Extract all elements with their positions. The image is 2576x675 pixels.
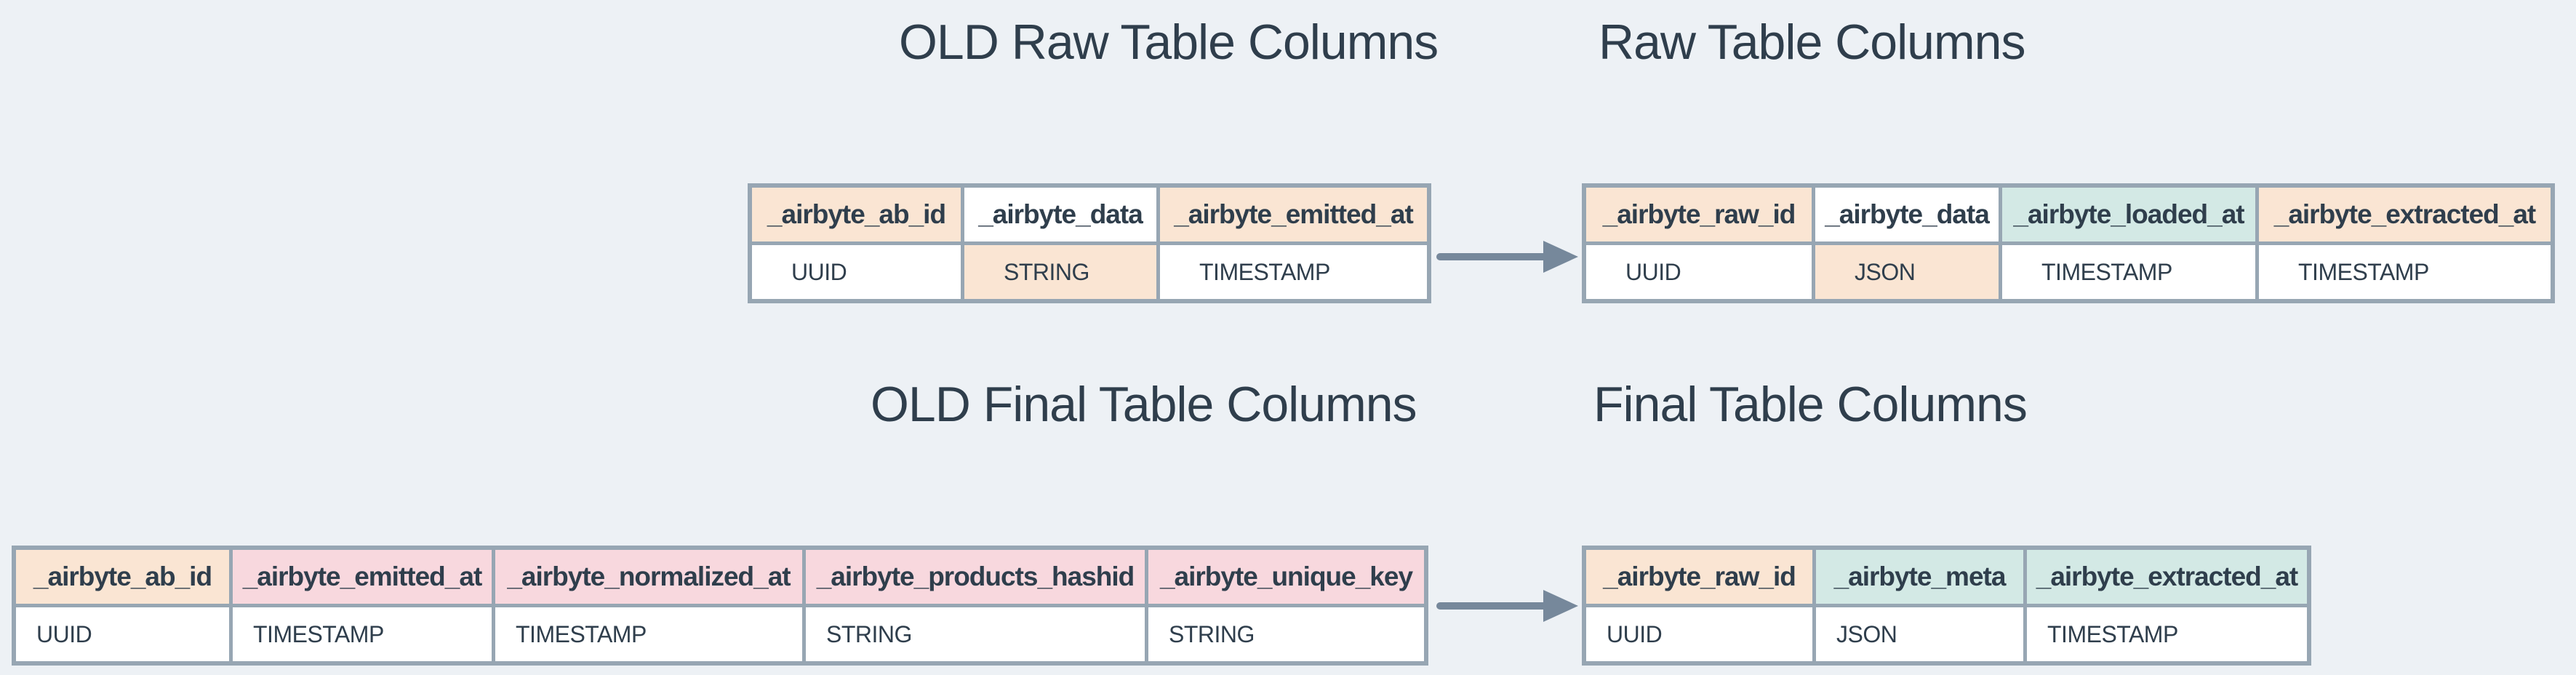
column-type: STRING [964, 245, 1156, 299]
column-type: TIMESTAMP [233, 607, 492, 661]
new-raw-table: _airbyte_raw_id _airbyte_data _airbyte_l… [1582, 183, 2555, 303]
column-header: _airbyte_unique_key [1148, 550, 1424, 604]
column-header: _airbyte_meta [1816, 550, 2023, 604]
column-type: TIMESTAMP [2027, 607, 2307, 661]
column-type: STRING [806, 607, 1145, 661]
column-header: _airbyte_data [964, 188, 1156, 241]
column-type: JSON [1815, 245, 1999, 299]
column-header: _airbyte_emitted_at [233, 550, 492, 604]
old-final-table: _airbyte_ab_id _airbyte_emitted_at _airb… [12, 546, 1428, 666]
right-arrow-icon [1436, 590, 1578, 622]
old-raw-table-title: OLD Raw Table Columns [899, 15, 1439, 70]
column-header: _airbyte_extracted_at [2027, 550, 2307, 604]
column-type: UUID [1586, 607, 1812, 661]
column-header: _airbyte_loaded_at [2002, 188, 2255, 241]
column-type: UUID [752, 245, 961, 299]
final-table-title: Final Table Columns [1593, 377, 2028, 432]
column-header: _airbyte_ab_id [16, 550, 229, 604]
column-header: _airbyte_emitted_at [1160, 188, 1427, 241]
column-type: UUID [1586, 245, 1812, 299]
column-type: UUID [16, 607, 229, 661]
column-header: _airbyte_products_hashid [806, 550, 1145, 604]
column-header: _airbyte_extracted_at [2259, 188, 2551, 241]
column-type: JSON [1816, 607, 2023, 661]
right-arrow-icon [1436, 241, 1578, 273]
column-header: _airbyte_normalized_at [495, 550, 802, 604]
new-final-table: _airbyte_raw_id _airbyte_meta _airbyte_e… [1582, 546, 2311, 666]
old-final-table-title: OLD Final Table Columns [871, 377, 1417, 432]
column-type: TIMESTAMP [2259, 245, 2551, 299]
column-type: TIMESTAMP [1160, 245, 1427, 299]
raw-table-title: Raw Table Columns [1599, 15, 2025, 70]
column-header: _airbyte_data [1815, 188, 1999, 241]
column-type: TIMESTAMP [495, 607, 802, 661]
column-header: _airbyte_raw_id [1586, 188, 1812, 241]
column-type: TIMESTAMP [2002, 245, 2255, 299]
column-type: STRING [1148, 607, 1424, 661]
column-header: _airbyte_raw_id [1586, 550, 1812, 604]
old-raw-table: _airbyte_ab_id _airbyte_data _airbyte_em… [748, 183, 1431, 303]
column-header: _airbyte_ab_id [752, 188, 961, 241]
